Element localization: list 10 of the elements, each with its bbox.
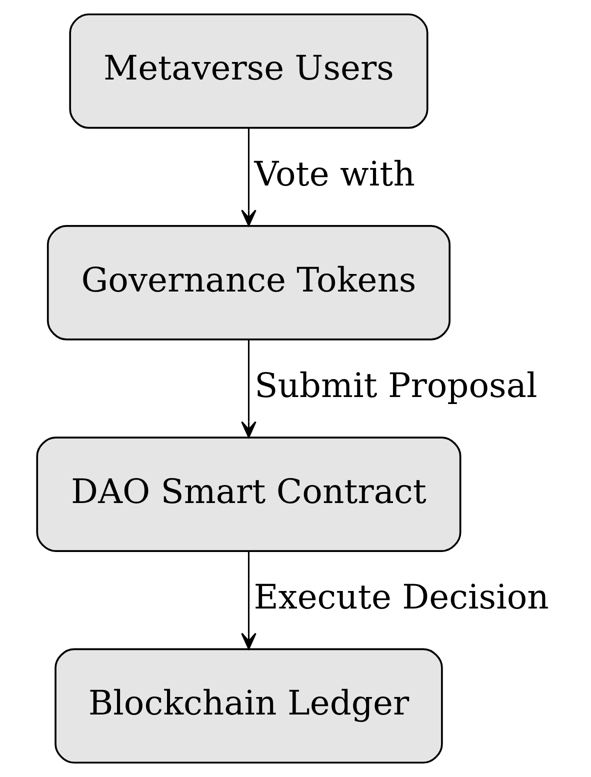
edge-label: Vote with xyxy=(254,154,415,194)
edge-label: Submit Proposal xyxy=(254,366,538,406)
arrow xyxy=(241,128,256,226)
node-box: DAO Smart Contract xyxy=(36,436,462,552)
node-box: Blockchain Ledger xyxy=(54,648,443,764)
node-box: Governance Tokens xyxy=(46,225,451,340)
arrow xyxy=(241,551,256,650)
arrow xyxy=(241,340,256,438)
edge-label: Execute Decision xyxy=(254,578,549,617)
node-box: Metaverse Users xyxy=(69,13,428,129)
